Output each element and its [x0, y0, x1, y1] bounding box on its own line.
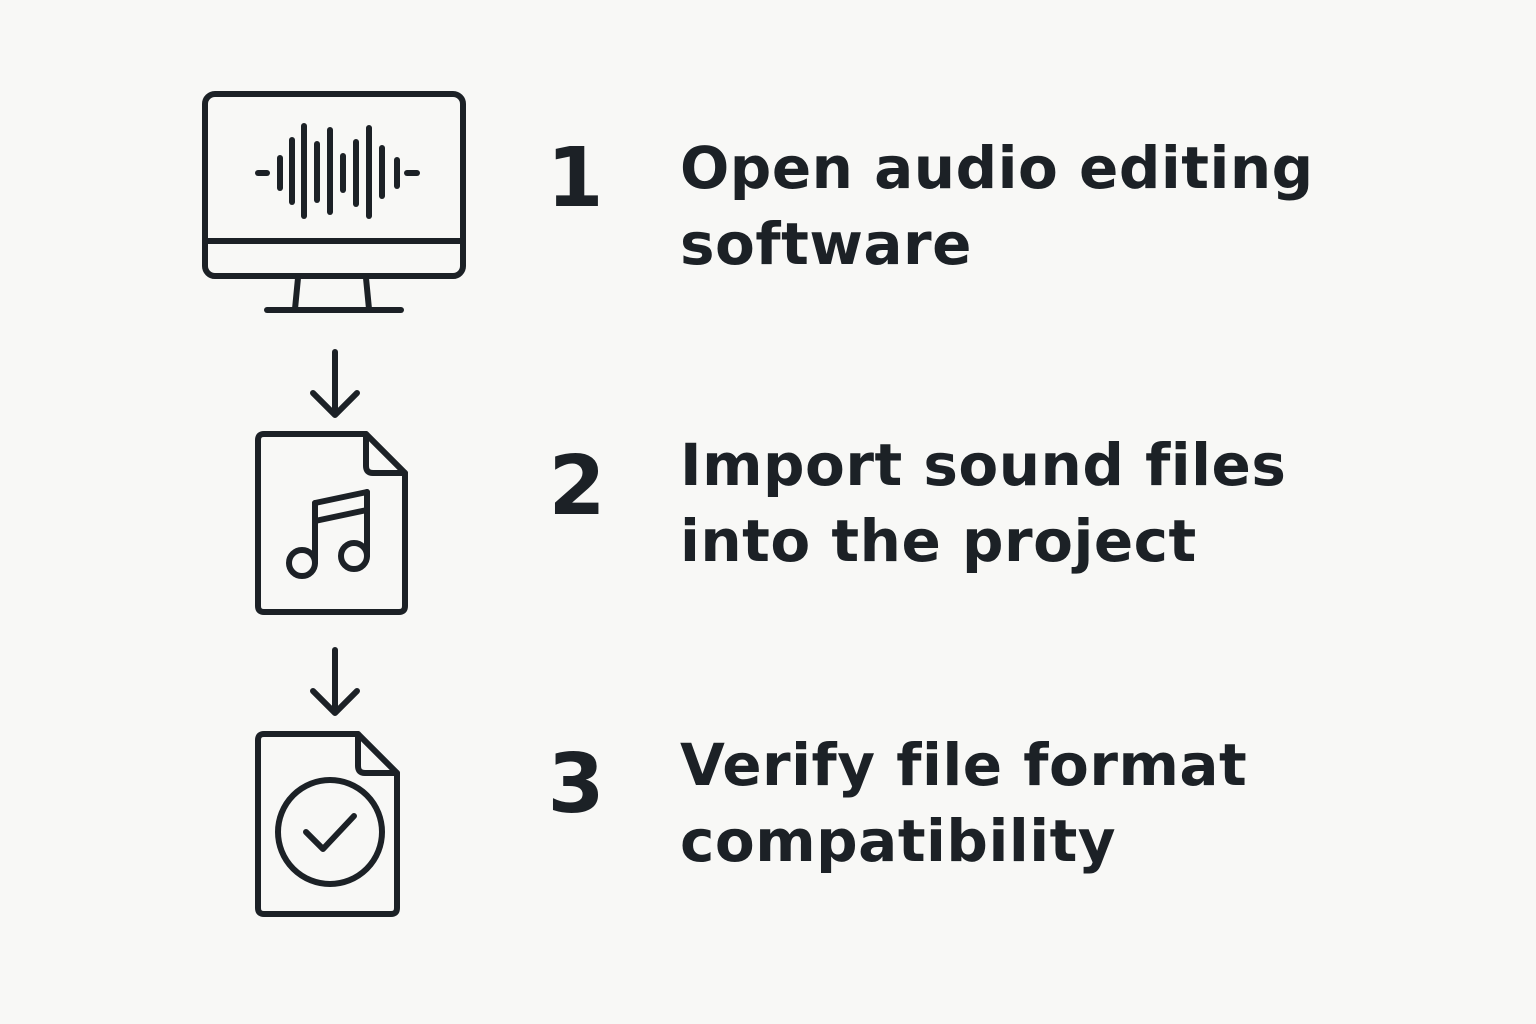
step-1-line-2: software: [680, 210, 972, 278]
step-2-line-1: Import sound files: [680, 431, 1287, 499]
step-3-text: Verify file format compatibility: [680, 727, 1247, 879]
down-arrow-icon: [310, 349, 360, 418]
music-file-icon: [255, 431, 408, 615]
monitor-waveform-icon: [202, 91, 466, 313]
step-1-number: 1: [546, 131, 604, 226]
step-3-number: 3: [547, 737, 605, 832]
down-arrow-icon: [310, 647, 360, 716]
step-3-line-2: compatibility: [680, 807, 1117, 875]
step-2-number: 2: [548, 439, 606, 534]
file-check-icon: [255, 731, 400, 917]
step-2-text: Import sound files into the project: [680, 427, 1286, 579]
step-3-line-1: Verify file format: [680, 731, 1248, 799]
step-1-text: Open audio editing software: [680, 130, 1314, 282]
step-2-line-2: into the project: [680, 507, 1197, 575]
step-1-line-1: Open audio editing: [680, 134, 1314, 202]
